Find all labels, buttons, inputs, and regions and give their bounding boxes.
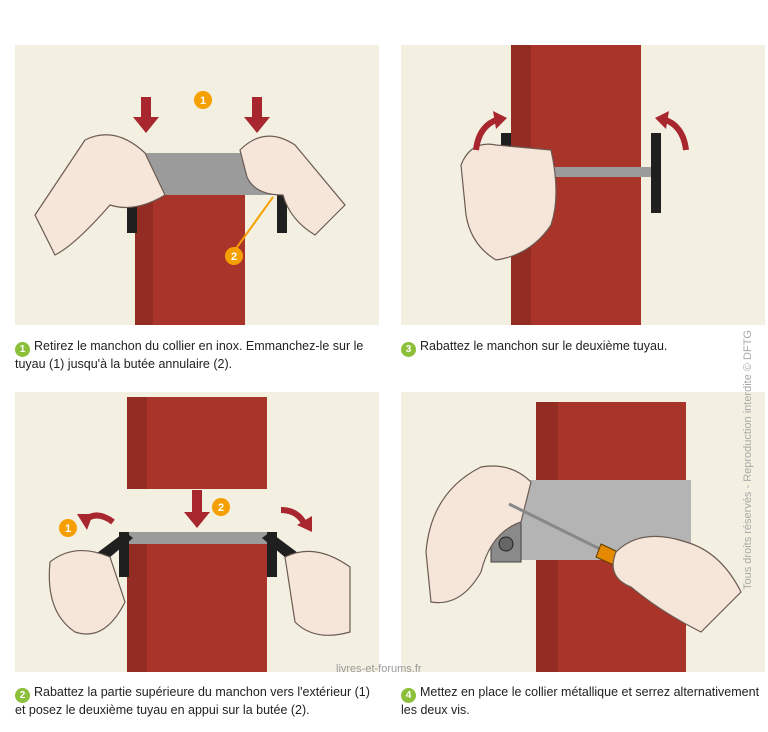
- curved-arrow-left-head: [77, 514, 93, 530]
- sleeve: [127, 532, 267, 544]
- screw-bottom: [498, 536, 514, 552]
- pipe-shade: [135, 193, 153, 325]
- step-number-badge: 4: [401, 688, 416, 703]
- down-arrow: [184, 490, 210, 528]
- sleeve-right-lip: [651, 133, 661, 213]
- curved-arrow-left-head: [493, 111, 507, 129]
- right-hand: [612, 535, 742, 633]
- marker-1: [59, 519, 77, 537]
- upper-pipe-shade: [127, 397, 147, 489]
- illustration-step-2: 1 2: [48, 397, 351, 672]
- marker-2-text: 2: [231, 251, 237, 263]
- step-number-badge: 2: [15, 688, 30, 703]
- sleeve-band: [501, 167, 651, 177]
- left-lip: [119, 532, 129, 577]
- left-hand: [34, 134, 166, 256]
- panel-step-1: 1 2: [15, 45, 379, 325]
- source-watermark: livres-et-forums.fr: [336, 663, 422, 675]
- copyright-watermark: Tous droits réservés - Reproduction inte…: [742, 330, 754, 590]
- illustration-step-3: [460, 45, 689, 325]
- illustration-step-4: [425, 402, 742, 672]
- marker-1: [194, 91, 212, 109]
- down-arrow-left: [133, 97, 159, 133]
- screwdriver-shaft: [508, 502, 607, 554]
- left-hand: [425, 465, 532, 604]
- panel-step-4: [401, 392, 765, 672]
- marker-2-text: 2: [218, 502, 224, 514]
- lower-pipe: [127, 537, 267, 672]
- down-arrow-right: [244, 97, 270, 133]
- marker-2: [225, 247, 243, 265]
- caption-text: Mettez en place le collier métallique et…: [401, 685, 760, 717]
- caption-text: Rabattez la partie supérieure du manchon…: [15, 685, 370, 717]
- panel-step-2: 1 2: [15, 392, 379, 672]
- right-hand: [239, 135, 346, 236]
- right-hand: [284, 550, 351, 636]
- step-number-badge: 3: [401, 342, 416, 357]
- marker-1-text: 1: [200, 95, 206, 107]
- hand: [460, 143, 557, 261]
- lower-pipe-shade: [127, 537, 147, 672]
- left-hand: [48, 549, 126, 635]
- illustration-step-1: 1 2: [34, 91, 346, 325]
- panel-step-3: [401, 45, 765, 325]
- upper-pipe: [127, 397, 267, 489]
- step-number-badge: 1: [15, 342, 30, 357]
- caption-step-3: 3 Rabattez le manchon sur le deuxième tuy…: [401, 339, 765, 357]
- leader-line: [234, 196, 274, 251]
- curved-arrow-right-head: [655, 111, 669, 129]
- curved-arrow-right-head: [297, 516, 312, 532]
- marker-2: [212, 498, 230, 516]
- caption-text: Rabattez le manchon sur le deuxième tuya…: [420, 339, 668, 353]
- right-lip: [267, 532, 277, 577]
- marker-1-text: 1: [65, 523, 71, 535]
- caption-text: Retirez le manchon du collier en inox. E…: [15, 339, 364, 371]
